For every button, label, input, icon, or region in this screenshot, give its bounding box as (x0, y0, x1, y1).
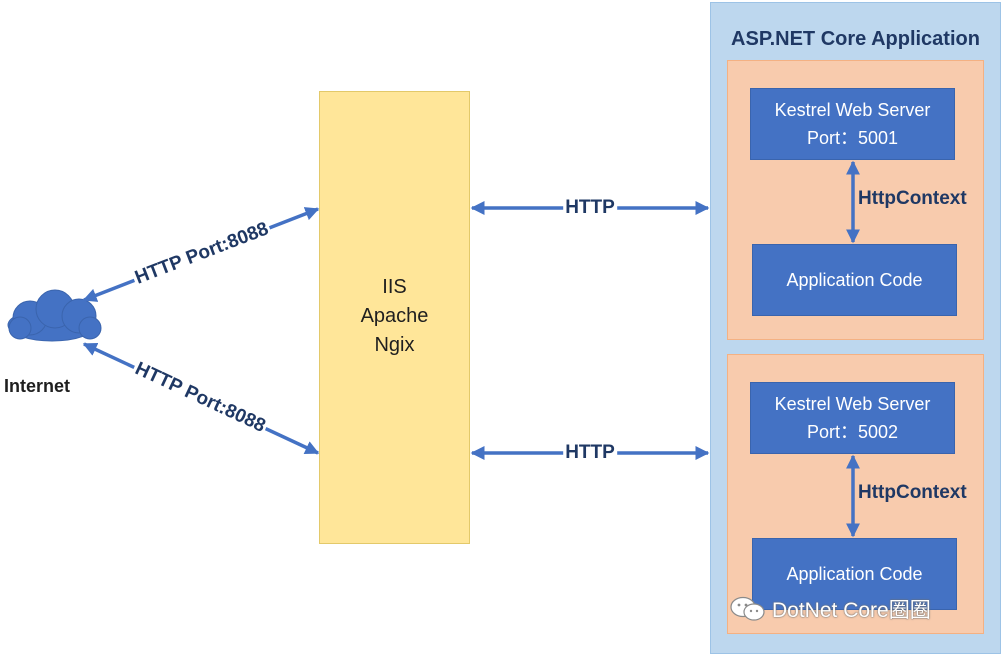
proxy-label-iis: IIS (382, 276, 407, 298)
internet-label: Internet (4, 376, 71, 396)
watermark-text: DotNet Core圈圈 (772, 599, 931, 622)
httpcontext-label-1: HttpContext (856, 188, 969, 210)
application-code-label: Application Code (786, 564, 923, 584)
reverse-proxy-box (319, 91, 470, 544)
link-label-proxy-upper: HTTP (563, 197, 617, 219)
reverse-proxy-labels: IIS Apache Ngix (319, 273, 470, 360)
kestrel-server-name: Kestrel Web Server (774, 100, 931, 120)
wechat-icon (730, 596, 765, 621)
kestrel-server-port: Port：5002 (806, 422, 899, 442)
link-label-proxy-lower: HTTP (563, 442, 617, 464)
proxy-label-ngix: Ngix (374, 334, 415, 356)
kestrel-server-name: Kestrel Web Server (774, 394, 931, 414)
application-code-box-2: Application Code (752, 538, 957, 610)
kestrel-server-port: Port：5001 (806, 128, 899, 148)
aspnet-core-application-title: ASP.NET Core Application (731, 28, 980, 50)
watermark: DotNet Core圈圈 (730, 594, 931, 624)
httpcontext-label-2: HttpContext (856, 482, 969, 504)
kestrel-server-box-2: Kestrel Web Server Port：5002 (750, 382, 955, 454)
application-code-label: Application Code (786, 270, 923, 290)
application-code-box-1: Application Code (752, 244, 957, 316)
kestrel-server-box-1: Kestrel Web Server Port：5001 (750, 88, 955, 160)
proxy-label-apache: Apache (360, 305, 429, 327)
cloud-icon (7, 289, 102, 342)
